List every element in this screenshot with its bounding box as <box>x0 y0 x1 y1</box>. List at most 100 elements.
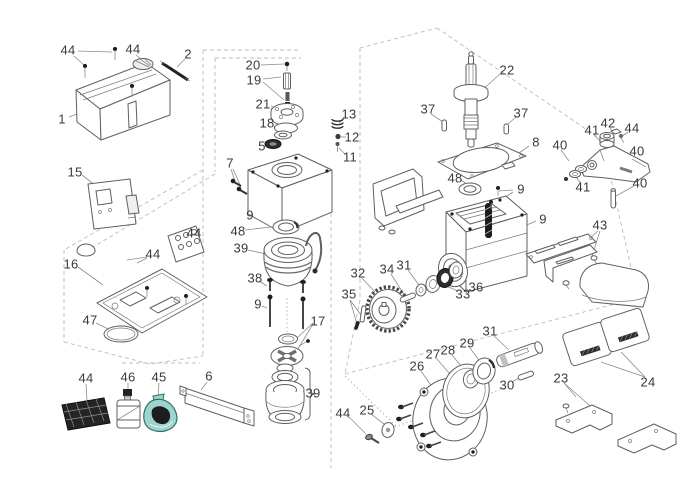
part-43-angle-bracket <box>543 244 598 290</box>
part-29-bearing <box>472 357 496 385</box>
part-label-41: 41 <box>584 122 600 138</box>
part-31-washer-mid <box>415 283 427 297</box>
part-label-45: 45 <box>151 369 167 385</box>
part-label-35: 35 <box>341 286 357 302</box>
part-11-screw-small <box>335 142 340 152</box>
part-46-grease-bottle <box>116 389 141 429</box>
part-label-20: 20 <box>245 57 261 73</box>
part-label-44: 44 <box>186 225 202 241</box>
part-41-bushing <box>599 132 615 148</box>
part-label-46: 46 <box>120 369 136 385</box>
part-16-base-plate <box>96 268 208 334</box>
part-18-washer <box>274 130 292 140</box>
part-31-worm-shaft <box>496 341 544 368</box>
part-label-40: 40 <box>552 137 568 153</box>
part-44-lever-screw <box>619 134 625 144</box>
part-20-screw <box>284 61 290 71</box>
part-label-2: 2 <box>184 46 192 62</box>
part-47-o-ring <box>103 325 139 343</box>
part-22-output-shaft <box>453 51 489 148</box>
part-48-bearing-body <box>458 182 482 196</box>
part-6-mounting-bar <box>179 385 255 427</box>
part-label-36: 36 <box>468 279 484 295</box>
part-label-30: 30 <box>499 377 515 393</box>
part-label-17: 17 <box>310 313 326 329</box>
part-label-16: 16 <box>63 256 79 272</box>
part-label-38: 38 <box>247 270 263 286</box>
part-label-9: 9 <box>254 296 262 312</box>
part-9-long-screws <box>267 294 306 329</box>
part-label-44: 44 <box>335 405 351 421</box>
part-label-44: 44 <box>125 41 141 57</box>
part-label-41: 41 <box>575 179 591 195</box>
part-37-pins <box>441 119 509 135</box>
part-label-37: 37 <box>420 101 436 117</box>
part-44-bottom-screw <box>365 433 380 444</box>
part-5-bearing-nut <box>264 139 282 149</box>
part-label-27: 27 <box>425 346 441 362</box>
part-label-44: 44 <box>145 246 161 262</box>
part-9-gearbox-cover <box>247 153 333 234</box>
part-label-9: 9 <box>517 181 525 197</box>
part-36-bearing <box>448 261 464 279</box>
part-40-pin-vertical <box>610 188 616 209</box>
part-label-21: 21 <box>255 96 271 112</box>
part-32-worm-gear <box>365 285 411 333</box>
part-label-34: 34 <box>379 261 395 277</box>
part-label-6: 6 <box>205 368 213 384</box>
part-label-15: 15 <box>67 164 83 180</box>
part-label-48: 48 <box>230 223 246 239</box>
part-21-flange <box>270 103 304 134</box>
part-mounting-bracket-left <box>372 168 444 235</box>
part-35-keys <box>354 305 367 330</box>
part-39-bell-housing <box>263 231 323 287</box>
part-40-release-lever <box>579 145 651 183</box>
part-34-pin-shaft <box>399 292 416 303</box>
part-label-26: 26 <box>409 358 425 374</box>
part-slotted-plate <box>525 233 597 264</box>
part-label-32: 32 <box>350 265 366 281</box>
part-label-9: 9 <box>246 207 254 223</box>
part-38-stud-screws <box>267 278 306 293</box>
part-label-28: 28 <box>440 342 456 358</box>
part-2-rod <box>159 60 191 82</box>
part-label-44: 44 <box>78 370 94 386</box>
part-label-19: 19 <box>246 72 262 88</box>
part-15-control-board <box>87 178 140 230</box>
part-label-5: 5 <box>258 138 266 154</box>
part-30-key-pin <box>517 370 534 381</box>
part-label-39: 39 <box>305 385 321 401</box>
part-label-11: 11 <box>342 149 358 165</box>
part-8-gasket <box>437 142 527 180</box>
part-48-bearing-upper <box>272 219 300 235</box>
part-spring-main <box>484 203 493 238</box>
part-12-washer-small <box>335 133 341 140</box>
part-label-18: 18 <box>259 115 275 131</box>
part-label-24: 24 <box>640 374 656 390</box>
part-7-screws <box>230 178 248 195</box>
part-label-31: 31 <box>396 257 412 273</box>
part-label-48: 48 <box>447 170 463 186</box>
part-label-42: 42 <box>600 115 616 131</box>
part-label-7: 7 <box>226 155 234 171</box>
part-label-8: 8 <box>532 134 540 150</box>
part-label-31: 31 <box>482 323 498 339</box>
part-label-39: 39 <box>233 240 249 256</box>
part-rubber-cap <box>76 243 96 257</box>
part-label-1: 1 <box>58 111 66 127</box>
part-41-washers <box>564 165 587 181</box>
part-label-9: 9 <box>539 211 547 227</box>
part-label-44: 44 <box>60 42 76 58</box>
part-39-output-pulley <box>265 363 316 424</box>
part-label-47: 47 <box>82 312 98 328</box>
part-44-screw-pack <box>61 397 111 431</box>
part-flange-screws <box>396 402 442 449</box>
part-label-40: 40 <box>629 143 645 159</box>
part-44-vent-plate <box>132 58 154 70</box>
part-1-housing-cover <box>75 46 171 141</box>
part-label-40: 40 <box>632 175 648 191</box>
part-label-12: 12 <box>344 129 360 145</box>
